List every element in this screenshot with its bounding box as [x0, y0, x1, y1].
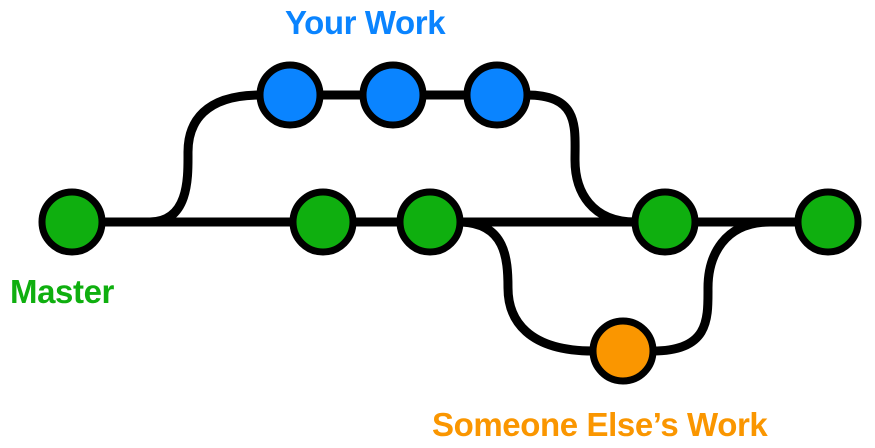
edge-merge-in-someone-else [648, 217, 775, 356]
commit-node-your-work-2[interactable] [359, 61, 427, 129]
edge-branch-out-your-work [145, 90, 265, 227]
commit-node-your-work-1[interactable] [256, 61, 324, 129]
edge-branch-out-someone-else [457, 217, 598, 356]
branch-label-someone-elses-work: Someone Else’s Work [432, 406, 768, 443]
branch-label-master: Master [10, 273, 114, 310]
commit-node-master-1[interactable] [38, 188, 106, 256]
edges-layer [97, 90, 803, 356]
commit-node-master-5[interactable] [794, 188, 862, 256]
edge-merge-in-your-work [522, 90, 640, 227]
commit-node-your-work-3[interactable] [463, 61, 531, 129]
branch-label-your-work: Your Work [285, 4, 446, 41]
commit-node-master-4[interactable] [631, 188, 699, 256]
commit-nodes-layer [38, 61, 862, 385]
commit-node-master-2[interactable] [289, 188, 357, 256]
commit-node-master-3[interactable] [396, 188, 464, 256]
commit-node-someone-else-1[interactable] [589, 317, 657, 385]
